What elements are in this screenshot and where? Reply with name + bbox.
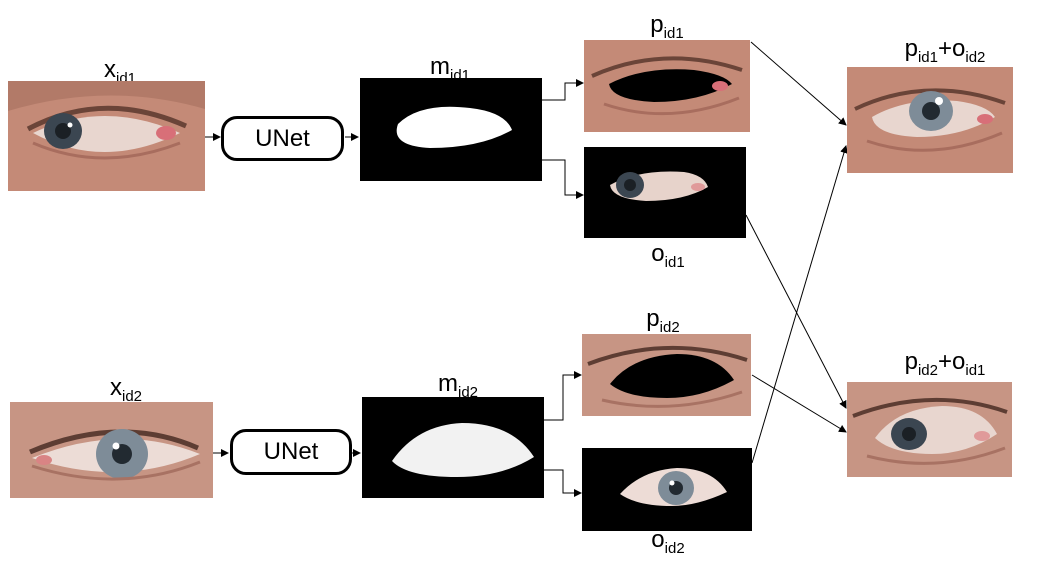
mask-image-m-id2: [362, 397, 544, 498]
eye-image-x-id2: [10, 402, 213, 498]
label-o-id1: oid1: [651, 240, 685, 272]
arrow-o1-mix2: [745, 214, 847, 409]
eye-image-o-id1: [584, 147, 746, 238]
eye-image-o-id2: [582, 448, 752, 531]
arrow-m2-o2: [544, 469, 582, 497]
label-p-id2: pid2: [646, 305, 680, 337]
eye-image-p-id1-plus-o-id2: [847, 67, 1013, 173]
arrow-m2-p2: [544, 371, 582, 421]
label-x-id2: xid2: [109, 374, 143, 406]
mask-image-m-id1: [360, 78, 542, 181]
unet-block-2: UNet: [230, 429, 352, 475]
arrow-m1-o1: [542, 159, 584, 199]
eye-image-p-id2: [582, 334, 751, 416]
eye-image-x-id1: [8, 81, 205, 191]
unet-label: UNet: [255, 124, 310, 152]
arrow-m1-p1: [542, 79, 584, 101]
label-o-id2: oid2: [651, 526, 685, 558]
eye-image-p-id2-plus-o-id1: [847, 382, 1012, 477]
eye-image-p-id1: [584, 40, 750, 132]
unet-label: UNet: [263, 438, 319, 465]
arrow-o2-mix1: [751, 145, 848, 464]
arrow-p1-mix1: [750, 41, 847, 126]
label-m-id2: mid2: [437, 370, 479, 402]
unet-block-1: UNet: [221, 116, 344, 161]
label-p-id1-plus-o-id2: pid1+oid2: [904, 35, 986, 67]
label-p-id1: pid1: [650, 11, 684, 43]
arrow-p2-mix2: [751, 374, 847, 433]
label-p-id2-plus-o-id1: pid2+oid1: [904, 348, 986, 380]
